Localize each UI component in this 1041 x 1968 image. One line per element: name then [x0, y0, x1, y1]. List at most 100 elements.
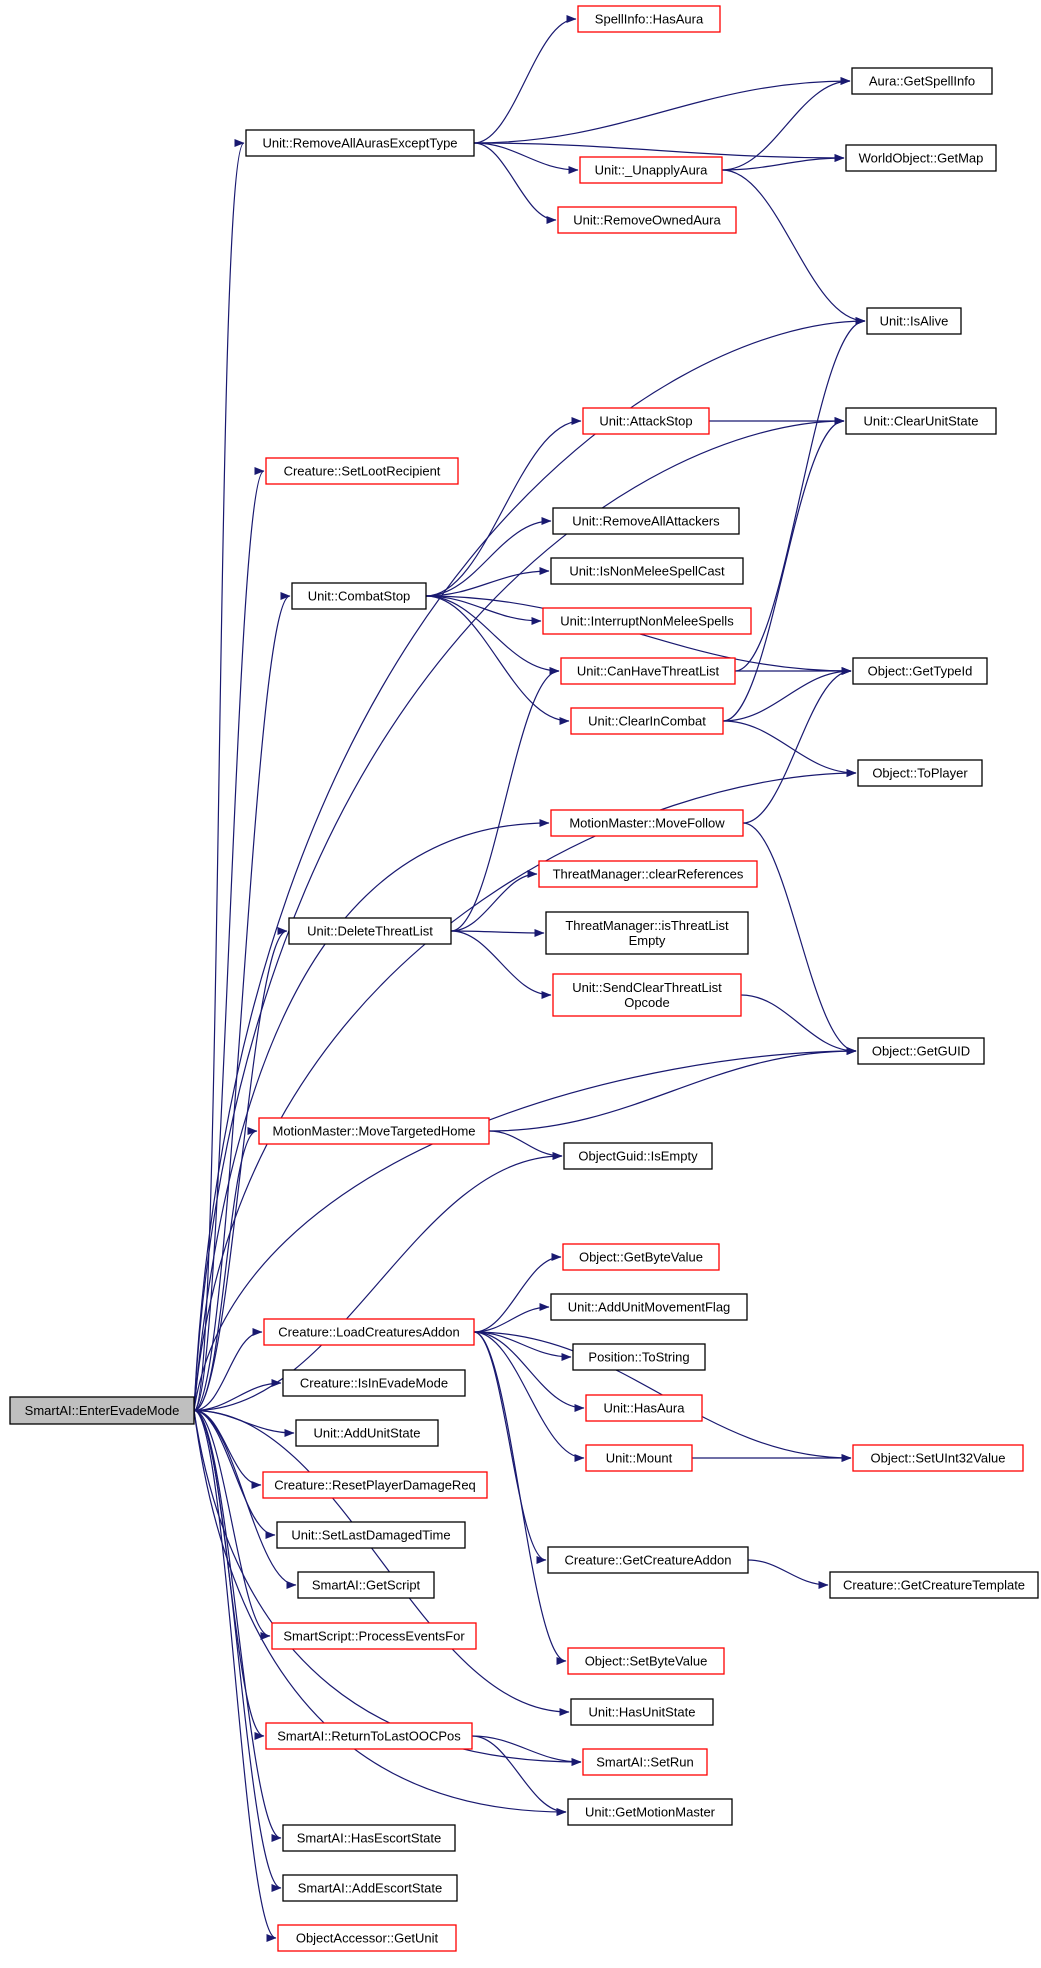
node-box-motionmaster-movefollow[interactable] — [550, 809, 744, 837]
node-box-smartai-hasescortstate[interactable] — [282, 1824, 456, 1852]
node-unit-hasaura[interactable]: Unit::HasAura — [585, 1394, 703, 1422]
node-box-creature-loadcreaturesaddon[interactable] — [263, 1318, 475, 1346]
node-smartscript-processeventsfor[interactable]: SmartScript::ProcessEventsFor — [271, 1622, 477, 1650]
node-smartai-hasescortstate[interactable]: SmartAI::HasEscortState — [282, 1824, 456, 1852]
node-spellinfo-hasaura[interactable]: SpellInfo::HasAura — [577, 5, 721, 33]
node-box-objectaccessor-getunit[interactable] — [277, 1924, 457, 1952]
node-motionmaster-movetargetedhome[interactable]: MotionMaster::MoveTargetedHome — [258, 1117, 490, 1145]
node-box-unit-setlastdamagedtime[interactable] — [276, 1521, 466, 1549]
node-creature-setlootrecipient[interactable]: Creature::SetLootRecipient — [265, 457, 459, 485]
node-unit-deletethreatlist[interactable]: Unit::DeleteThreatList — [288, 917, 452, 945]
node-unit-attackstop[interactable]: Unit::AttackStop — [582, 407, 710, 435]
node-unit-isalive[interactable]: Unit::IsAlive — [866, 307, 962, 335]
node-box-worldobject-getmap[interactable] — [845, 144, 997, 172]
node-box-smartai-addescortstate[interactable] — [282, 1874, 458, 1902]
node-box-object-getbytevalue[interactable] — [562, 1243, 720, 1271]
node-creature-resetplayerdamagereq[interactable]: Creature::ResetPlayerDamageReq — [262, 1471, 488, 1499]
node-box-objectguid-isempty[interactable] — [563, 1142, 713, 1170]
node-box-unit-isnonmeleespellcast[interactable] — [550, 557, 744, 585]
node-box-creature-getcreatureaddon[interactable] — [547, 1546, 749, 1574]
node-box-threatmanager-clearreferences[interactable] — [538, 860, 758, 888]
node-object-setuint32value[interactable]: Object::SetUInt32Value — [852, 1444, 1024, 1472]
node-box-unit-mount[interactable] — [585, 1444, 693, 1472]
node-smartai-returntolastoocpos[interactable]: SmartAI::ReturnToLastOOCPos — [265, 1722, 473, 1750]
node-smartai-getscript[interactable]: SmartAI::GetScript — [297, 1571, 435, 1599]
node-object-getbytevalue[interactable]: Object::GetByteValue — [562, 1243, 720, 1271]
node-unit-addunitstate[interactable]: Unit::AddUnitState — [295, 1419, 439, 1447]
node-box-threatmanager-isthreatlistempty[interactable] — [545, 911, 749, 955]
node-unit-mount[interactable]: Unit::Mount — [585, 1444, 693, 1472]
node-creature-getcreatureaddon[interactable]: Creature::GetCreatureAddon — [547, 1546, 749, 1574]
node-worldobject-getmap[interactable]: WorldObject::GetMap — [845, 144, 997, 172]
node-box-unit-attackstop[interactable] — [582, 407, 710, 435]
node-box-motionmaster-movetargetedhome[interactable] — [258, 1117, 490, 1145]
node-box-object-setuint32value[interactable] — [852, 1444, 1024, 1472]
node-threatmanager-clearreferences[interactable]: ThreatManager::clearReferences — [538, 860, 758, 888]
node-box-smartai-enterevademode[interactable] — [9, 1396, 195, 1425]
node-box-unit-removeallaurasexcepttype[interactable] — [245, 129, 475, 157]
node-unit-interruptnonmeleespells[interactable]: Unit::InterruptNonMeleeSpells — [542, 607, 752, 635]
node-creature-getcreaturetemplate[interactable]: Creature::GetCreatureTemplate — [829, 1571, 1039, 1599]
node-box-object-gettypeid[interactable] — [852, 657, 988, 685]
node-box-unit-clearincombat[interactable] — [570, 707, 724, 735]
node-box-unit-hasaura[interactable] — [585, 1394, 703, 1422]
node-box-creature-setlootrecipient[interactable] — [265, 457, 459, 485]
node-unit-setlastdamagedtime[interactable]: Unit::SetLastDamagedTime — [276, 1521, 466, 1549]
node-smartai-enterevademode[interactable]: SmartAI::EnterEvadeMode — [9, 1396, 195, 1425]
node-box-creature-isinevademode[interactable] — [282, 1369, 466, 1397]
node-box-object-getguid[interactable] — [857, 1037, 985, 1065]
node-smartai-addescortstate[interactable]: SmartAI::AddEscortState — [282, 1874, 458, 1902]
node-box-unit-isalive[interactable] — [866, 307, 962, 335]
node-box-creature-getcreaturetemplate[interactable] — [829, 1571, 1039, 1599]
node-motionmaster-movefollow[interactable]: MotionMaster::MoveFollow — [550, 809, 744, 837]
node-box-unit-getmotionmaster[interactable] — [567, 1798, 733, 1826]
node-unit-removeallaurasexcepttype[interactable]: Unit::RemoveAllAurasExceptType — [245, 129, 475, 157]
node-object-toplayer[interactable]: Object::ToPlayer — [857, 759, 983, 787]
node-object-getguid[interactable]: Object::GetGUID — [857, 1037, 985, 1065]
node-box-object-setbytevalue[interactable] — [567, 1647, 725, 1675]
node-unit-getmotionmaster[interactable]: Unit::GetMotionMaster — [567, 1798, 733, 1826]
node-position-tostring[interactable]: Position::ToString — [572, 1343, 706, 1371]
node-box-unit-interruptnonmeleespells[interactable] — [542, 607, 752, 635]
node-box-position-tostring[interactable] — [572, 1343, 706, 1371]
node-unit-hasunitstate[interactable]: Unit::HasUnitState — [570, 1698, 714, 1726]
node-box-unit-combatstop[interactable] — [291, 582, 427, 610]
node-creature-loadcreaturesaddon[interactable]: Creature::LoadCreaturesAddon — [263, 1318, 475, 1346]
node-unit-clearunitstate[interactable]: Unit::ClearUnitState — [845, 407, 997, 435]
node-box-unit-canhavethreatlist[interactable] — [560, 657, 736, 685]
node-box-smartscript-processeventsfor[interactable] — [271, 1622, 477, 1650]
node-objectguid-isempty[interactable]: ObjectGuid::IsEmpty — [563, 1142, 713, 1170]
node-box-unit-unapplyaura[interactable] — [579, 156, 723, 184]
node-box-aura-getspellinfo[interactable] — [851, 67, 993, 95]
node-objectaccessor-getunit[interactable]: ObjectAccessor::GetUnit — [277, 1924, 457, 1952]
node-box-spellinfo-hasaura[interactable] — [577, 5, 721, 33]
node-unit-removeallattackers[interactable]: Unit::RemoveAllAttackers — [552, 507, 740, 535]
node-unit-combatstop[interactable]: Unit::CombatStop — [291, 582, 427, 610]
node-smartai-setrun[interactable]: SmartAI::SetRun — [582, 1748, 708, 1776]
node-unit-clearincombat[interactable]: Unit::ClearInCombat — [570, 707, 724, 735]
node-unit-addunitmovementflag[interactable]: Unit::AddUnitMovementFlag — [550, 1293, 748, 1321]
node-box-unit-sendclearthreatlistopcode[interactable] — [552, 973, 742, 1017]
node-unit-unapplyaura[interactable]: Unit::_UnapplyAura — [579, 156, 723, 184]
node-box-smartai-getscript[interactable] — [297, 1571, 435, 1599]
node-box-unit-hasunitstate[interactable] — [570, 1698, 714, 1726]
node-unit-canhavethreatlist[interactable]: Unit::CanHaveThreatList — [560, 657, 736, 685]
node-box-object-toplayer[interactable] — [857, 759, 983, 787]
node-box-unit-removeownedaura[interactable] — [557, 206, 737, 234]
node-box-unit-clearunitstate[interactable] — [845, 407, 997, 435]
node-box-unit-addunitstate[interactable] — [295, 1419, 439, 1447]
node-box-smartai-returntolastoocpos[interactable] — [265, 1722, 473, 1750]
node-box-smartai-setrun[interactable] — [582, 1748, 708, 1776]
node-box-unit-addunitmovementflag[interactable] — [550, 1293, 748, 1321]
node-box-unit-removeallattackers[interactable] — [552, 507, 740, 535]
node-box-unit-deletethreatlist[interactable] — [288, 917, 452, 945]
node-object-setbytevalue[interactable]: Object::SetByteValue — [567, 1647, 725, 1675]
node-unit-isnonmeleespellcast[interactable]: Unit::IsNonMeleeSpellCast — [550, 557, 744, 585]
node-aura-getspellinfo[interactable]: Aura::GetSpellInfo — [851, 67, 993, 95]
node-box-creature-resetplayerdamagereq[interactable] — [262, 1471, 488, 1499]
node-unit-removeownedaura[interactable]: Unit::RemoveOwnedAura — [557, 206, 737, 234]
node-creature-isinevademode[interactable]: Creature::IsInEvadeMode — [282, 1369, 466, 1397]
node-object-gettypeid[interactable]: Object::GetTypeId — [852, 657, 988, 685]
